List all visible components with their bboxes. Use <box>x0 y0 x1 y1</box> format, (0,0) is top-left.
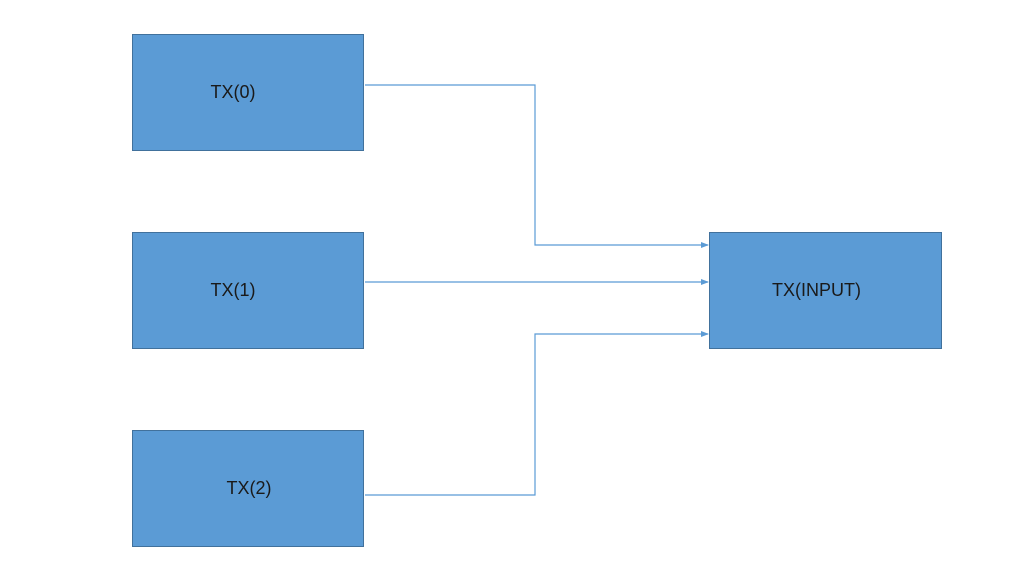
node-tx2-label: TX(2) <box>226 478 272 498</box>
node-tx1-label: TX(1) <box>210 280 256 300</box>
node-tx-input-label: TX(INPUT) <box>772 280 861 300</box>
node-tx-input: TX(INPUT) <box>709 232 942 349</box>
node-tx0: TX(0) <box>132 34 364 151</box>
connector-tx2-to-input <box>365 331 709 496</box>
node-tx1: TX(1) <box>132 232 364 349</box>
node-tx0-label: TX(0) <box>210 82 256 102</box>
connector-tx0-to-input <box>365 84 709 248</box>
node-tx2: TX(2) <box>132 430 364 547</box>
